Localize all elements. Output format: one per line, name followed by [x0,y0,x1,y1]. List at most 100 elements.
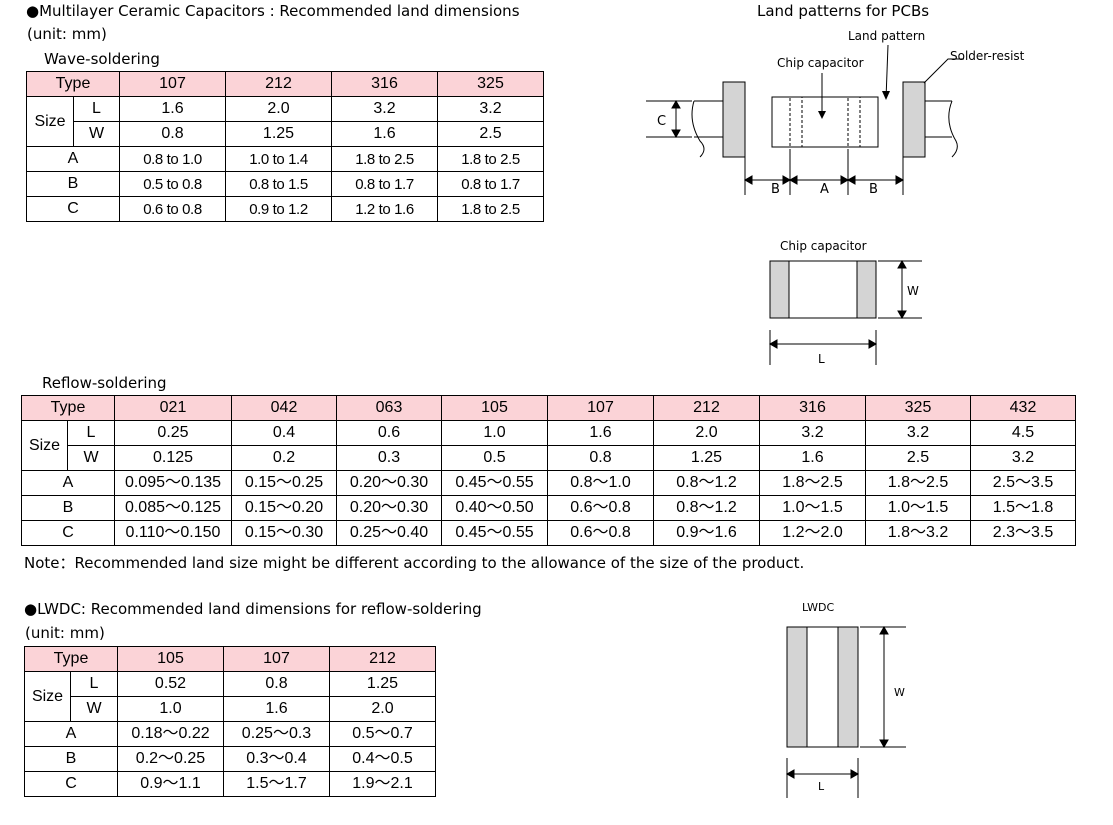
chip-capacitor-diagram: Chip capacitor W L [768,239,922,366]
chip-w-label: W [907,284,919,298]
lwdc-diagram: LWDC W L [785,601,906,798]
chip-capacitor-title: Chip capacitor [780,239,867,253]
table-cell: 0.095～0.135 [114,470,232,496]
type-cell: 107 [223,646,330,672]
row-label: B [21,495,115,521]
chip-body [771,96,879,148]
table-cell: 0.8～1.0 [547,470,654,496]
row-label: C [24,771,118,797]
table-cell: 0.45～0.55 [441,470,548,496]
table-cell: 3.2 [331,96,438,122]
table-cell: 0.52 [117,671,224,697]
type-cell: 107 [547,395,654,421]
table-cell: 0.5 [441,445,548,471]
resist-leader-line [923,58,964,84]
table-cell: 0.18～0.22 [117,721,224,747]
table-cell: 1.25 [329,671,436,697]
table-cell: 0.4 [231,420,337,446]
table-row: C 0.9～1.1 1.5～1.7 1.9～2.1 [24,771,436,797]
table-cell: 0.25～0.40 [336,520,442,546]
table-row: C 0.6 to 0.8 0.9 to 1.2 1.2 to 1.6 1.8 t… [26,196,544,222]
table-cell: 0.8 to 1.5 [225,171,332,197]
table-cell: 0.3 [336,445,442,471]
land-leader-arrow [882,91,890,100]
table-cell: 3.2 [970,445,1076,471]
table-row: C 0.110～0.150 0.15～0.30 0.25～0.40 0.45～0… [21,520,1076,546]
type-cell: 325 [437,71,544,97]
wave-soldering-table: Type 107 212 316 325 Size L 1.6 2.0 3.2 … [26,71,544,222]
table-cell: 1.25 [225,121,332,147]
table-row: W 1.0 1.6 2.0 [25,696,436,722]
lwdc-title: LWDC [802,601,834,614]
row-label: W [73,121,120,147]
type-cell: 212 [329,646,436,672]
table-cell: 0.9～1.1 [117,771,224,797]
note-text: Note：Recommended land size might be diff… [24,554,805,572]
table-cell: 1.25 [653,445,760,471]
table-cell: 1.2～2.0 [759,520,866,546]
table-cell: 0.20～0.30 [336,495,442,521]
table-cell: 1.0 [117,696,224,722]
chip-terminal-left [769,260,790,319]
row-label: A [21,470,115,496]
table-cell: 2.3～3.5 [970,520,1076,546]
lwdc-terminal-left [786,626,808,748]
terminal-right [847,96,861,148]
table-cell: 1.0 to 1.4 [225,146,332,172]
table-cell: 0.085～0.125 [114,495,232,521]
chip-capacitor-label: Chip capacitor [777,56,864,70]
table-cell: 0.4～0.5 [329,746,436,772]
dim-c-label: C [657,114,666,129]
table-cell: 0.25～0.3 [223,721,330,747]
row-label: W [70,696,118,722]
table-cell: 0.8 [547,445,654,471]
type-header: Type [21,395,115,421]
section-title-mlcc: ●Multilayer Ceramic Capacitors : Recomme… [26,2,520,20]
table-cell: 1.6 [331,121,438,147]
size-header: Size [24,671,71,722]
table-cell: 1.0 [441,420,548,446]
table-cell: 0.5 to 0.8 [119,171,226,197]
table-cell: 3.2 [865,420,971,446]
reflow-soldering-table: Type 021 042 063 105 107 212 316 325 432… [21,395,1076,546]
table-cell: 0.125 [114,445,232,471]
table-cell: 0.25 [114,420,232,446]
table-cell: 1.8 to 2.5 [437,146,544,172]
dim-c [646,99,692,139]
land-leader-line [885,44,889,100]
section-title-lwdc: ●LWDC: Recommended land dimensions for r… [24,600,482,618]
table-cell: 4.5 [970,420,1076,446]
table-cell: 0.6～0.8 [547,495,654,521]
table-cell: 0.8 to 1.0 [119,146,226,172]
dim-a-label: A [820,182,829,197]
lwdc-terminal-right [837,626,859,748]
table-cell: 2.5 [437,121,544,147]
dim-bab [743,149,905,195]
table-row: W 0.125 0.2 0.3 0.5 0.8 1.25 1.6 2.5 3.2 [22,445,1076,471]
table-header-row: Type 107 212 316 325 [26,71,544,97]
type-cell: 325 [865,395,971,421]
type-header: Type [26,71,120,97]
type-cell: 107 [119,71,226,97]
type-cell: 432 [970,395,1076,421]
table-cell: 2.5 [865,445,971,471]
table-row: B 0.085～0.125 0.15～0.20 0.20～0.30 0.40～0… [21,495,1076,521]
land-pattern-label: Land pattern [848,29,925,43]
wave-soldering-label: Wave-soldering [44,50,160,68]
row-label: B [24,746,118,772]
lwdc-dim-w [860,625,906,749]
dim-b1-label: B [771,182,780,197]
table-cell: 0.40～0.50 [441,495,548,521]
row-label: A [24,721,118,747]
lwdc-table: Type 105 107 212 Size L 0.52 0.8 1.25 W … [24,646,436,797]
size-header: Size [26,96,74,147]
table-row: Size L 0.52 0.8 1.25 [24,671,436,722]
chip-terminal-right [856,260,877,319]
table-row: A 0.18～0.22 0.25～0.3 0.5～0.7 [24,721,436,747]
table-cell: 1.6 [223,696,330,722]
unit-label: (unit: mm) [25,624,105,642]
table-cell: 0.15～0.25 [231,470,337,496]
table-row: W 0.8 1.25 1.6 2.5 [27,121,544,147]
table-cell: 0.110～0.150 [114,520,232,546]
type-cell: 316 [331,71,438,97]
